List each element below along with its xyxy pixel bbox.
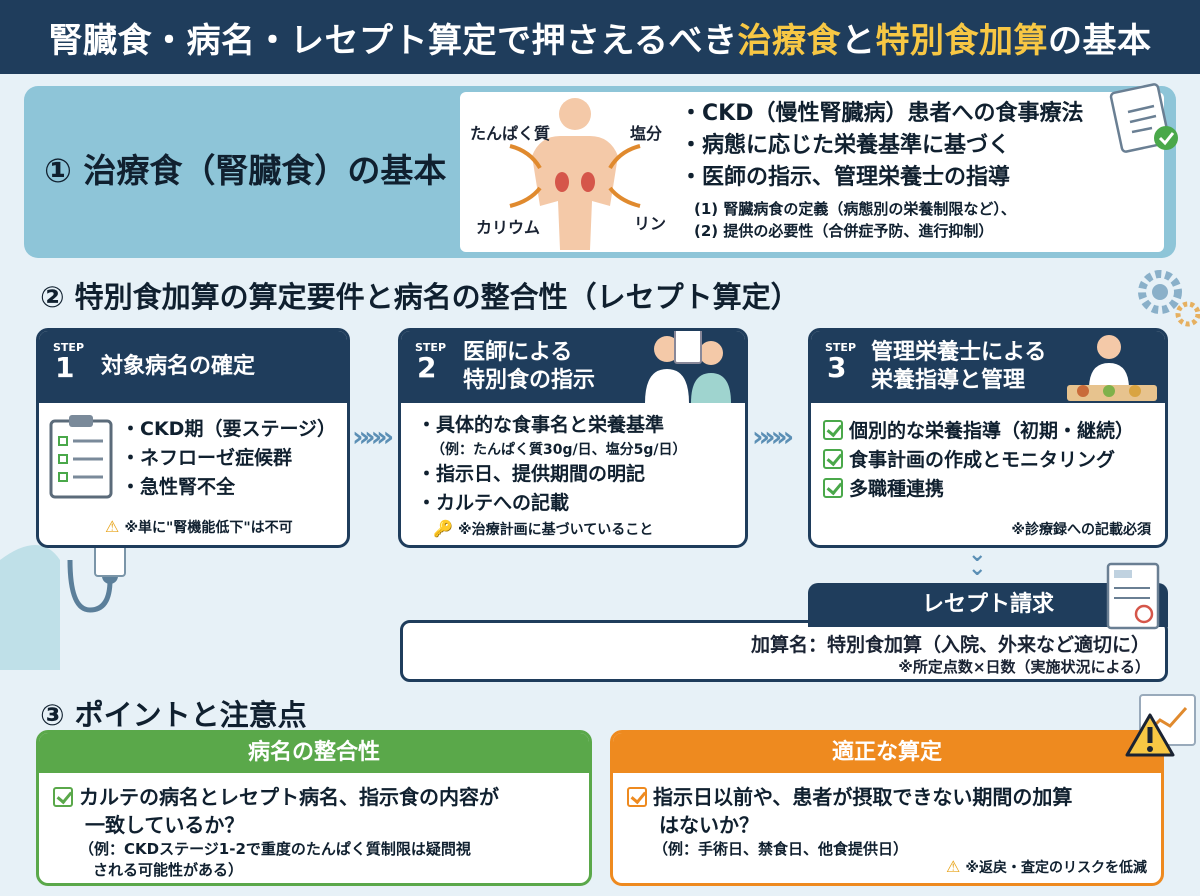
checkbox-icon: [823, 449, 843, 469]
label-protein: たんぱく質: [470, 124, 551, 143]
step-number: 1: [55, 351, 75, 384]
step1-card: STEP 1 対象病名の確定 ・CKD期（要ステージ） ・ネフローゼ症候群 ・急…: [36, 328, 350, 548]
warning-icon: ⚠: [945, 857, 961, 876]
list-item: ・ネフローゼ症候群: [121, 447, 293, 469]
step-number: 3: [827, 351, 847, 384]
chevron-down-icon: ⌄⌄: [968, 542, 987, 581]
point-sub: （例：CKDステージ1-2で重度のたんぱく質制限は疑問視: [79, 840, 471, 858]
label-phosphorus: リン: [634, 214, 667, 233]
step-label: STEP: [415, 341, 447, 354]
list-item: 食事計画の作成とモニタリング: [823, 446, 1134, 475]
list-item: ・病態に応じた栄養基準に基づく: [680, 133, 1011, 158]
list-item: ・カルテへの記載: [417, 492, 570, 514]
step-label: STEP: [53, 341, 85, 354]
checklist-icon: [49, 415, 113, 499]
arrow-icon: »»»: [352, 420, 394, 453]
dietitian-meal-icon: [1067, 335, 1157, 401]
point-sub: される可能性がある）: [93, 861, 244, 879]
step2-footer: 🔑 ※治療計画に基づいていること: [433, 519, 654, 538]
label-salt: 塩分: [630, 124, 663, 143]
arrow-icon: »»»: [752, 420, 794, 453]
point-billing-title: 適正な算定: [613, 733, 1161, 773]
checkbox-icon: [823, 420, 843, 440]
checkbox-icon: [823, 478, 843, 498]
list-note: （例：たんぱく質30g/日、塩分5g/日）: [431, 442, 687, 458]
section3-title: ③ ポイントと注意点: [40, 698, 307, 732]
medical-document-icon: [1109, 83, 1178, 153]
step1-header: STEP 1 対象病名の確定: [39, 331, 347, 403]
step3-title: 管理栄養士による: [871, 340, 1047, 365]
point-main: カルテの病名とレセプト病名、指示食の内容が: [53, 783, 499, 811]
step3-footer: ※診療録への記載必須: [1011, 522, 1151, 538]
list-item: ・CKD期（要ステージ）: [121, 418, 337, 440]
step-label: STEP: [825, 341, 857, 354]
point-billing-footer: ⚠ ※返戻・査定のリスクを低減: [945, 857, 1147, 876]
step1-title: 対象病名の確定: [101, 354, 256, 379]
step2-title: 医師による: [463, 340, 573, 365]
doctor-nurse-icon: [645, 331, 731, 403]
warning-triangle-icon: [1125, 713, 1175, 757]
section1-list: ・CKD（慢性腎臓病）患者への食事療法 ・病態に応じた栄養基準に基づく ・医師の…: [680, 98, 1120, 242]
step2-header: STEP 2 医師による 特別食の指示: [401, 331, 745, 403]
gear-icon: [1138, 270, 1200, 327]
step3-header: STEP 3 管理栄養士による 栄養指導と管理: [811, 331, 1165, 403]
point-consistency-box: 病名の整合性 カルテの病名とレセプト病名、指示食の内容が 一致しているか？ （例…: [36, 730, 592, 886]
label-potassium: カリウム: [476, 218, 541, 237]
step3-items: 個別的な栄養指導（初期・継続） 食事計画の作成とモニタリング 多職種連携: [823, 417, 1134, 504]
list-item: 個別的な栄養指導（初期・継続）: [823, 417, 1134, 446]
stethoscope-icon: [0, 539, 126, 670]
checkbox-icon: [627, 787, 647, 807]
key-icon: 🔑: [433, 519, 453, 538]
step3-card: STEP 3 管理栄養士による 栄養指導と管理 個別的な栄養指導（初期・継続） …: [808, 328, 1168, 548]
point-main: はないか？: [659, 813, 759, 837]
step2-card: STEP 2 医師による 特別食の指示 ・具体的な食事名と栄養基準 （例：たんぱ…: [398, 328, 748, 548]
point-main: 一致しているか？: [85, 813, 245, 837]
step1-items: ・CKD期（要ステージ） ・ネフローゼ症候群 ・急性腎不全: [121, 415, 336, 502]
section1-title: ① 治療食（腎臓食）の基本: [44, 151, 447, 190]
step-number: 2: [417, 351, 437, 384]
point-main: 指示日以前や、患者が摂取できない期間の加算: [627, 783, 1072, 811]
section2-title: ② 特別食加算の算定要件と病名の整合性（レセプト算定）: [40, 280, 800, 314]
list-subitem: (2) 提供の必要性（合併症予防、進行抑制）: [694, 222, 994, 240]
list-item: ・急性腎不全: [121, 476, 236, 498]
list-item: 多職種連携: [823, 475, 1134, 504]
body-kidney-icon: [509, 98, 641, 250]
receipt-box: [400, 620, 1168, 682]
receipt-doc-icon: [1106, 562, 1160, 630]
page-title: 腎臓食・病名・レセプト算定で押さえるべき治療食と特別食加算の基本: [48, 20, 1152, 61]
step3-title: 栄養指導と管理: [871, 368, 1026, 393]
list-item: ・医師の指示、管理栄養士の指導: [680, 165, 1011, 190]
page-header: 腎臓食・病名・レセプト算定で押さえるべき治療食と特別食加算の基本: [0, 0, 1200, 74]
point-sub: （例：手術日、禁食日、他食提供日）: [653, 840, 909, 858]
receipt-line2: ※所定点数×日数（実施状況による）: [898, 658, 1150, 676]
point-consistency-title: 病名の整合性: [39, 733, 589, 773]
step2-items: ・具体的な食事名と栄養基準 （例：たんぱく質30g/日、塩分5g/日） ・指示日…: [417, 411, 687, 518]
list-item: ・CKD（慢性腎臓病）患者への食事療法: [680, 101, 1084, 126]
point-billing-box: 適正な算定 指示日以前や、患者が摂取できない期間の加算 はないか？ （例：手術日…: [610, 730, 1164, 886]
list-item: ・指示日、提供期間の明記: [417, 463, 646, 485]
receipt-line1: 加算名：特別食加算（入院、外来など適切に）: [750, 634, 1150, 656]
step1-footer: ⚠ ※単に"腎機能低下"は不可: [105, 517, 293, 536]
warning-icon: ⚠: [105, 517, 120, 536]
list-item: ・具体的な食事名と栄養基準: [417, 414, 665, 436]
step2-title: 特別食の指示: [463, 368, 596, 393]
checkbox-icon: [53, 787, 73, 807]
list-subitem: (1) 腎臓病食の定義（病態別の栄養制限など）、: [694, 200, 1016, 218]
